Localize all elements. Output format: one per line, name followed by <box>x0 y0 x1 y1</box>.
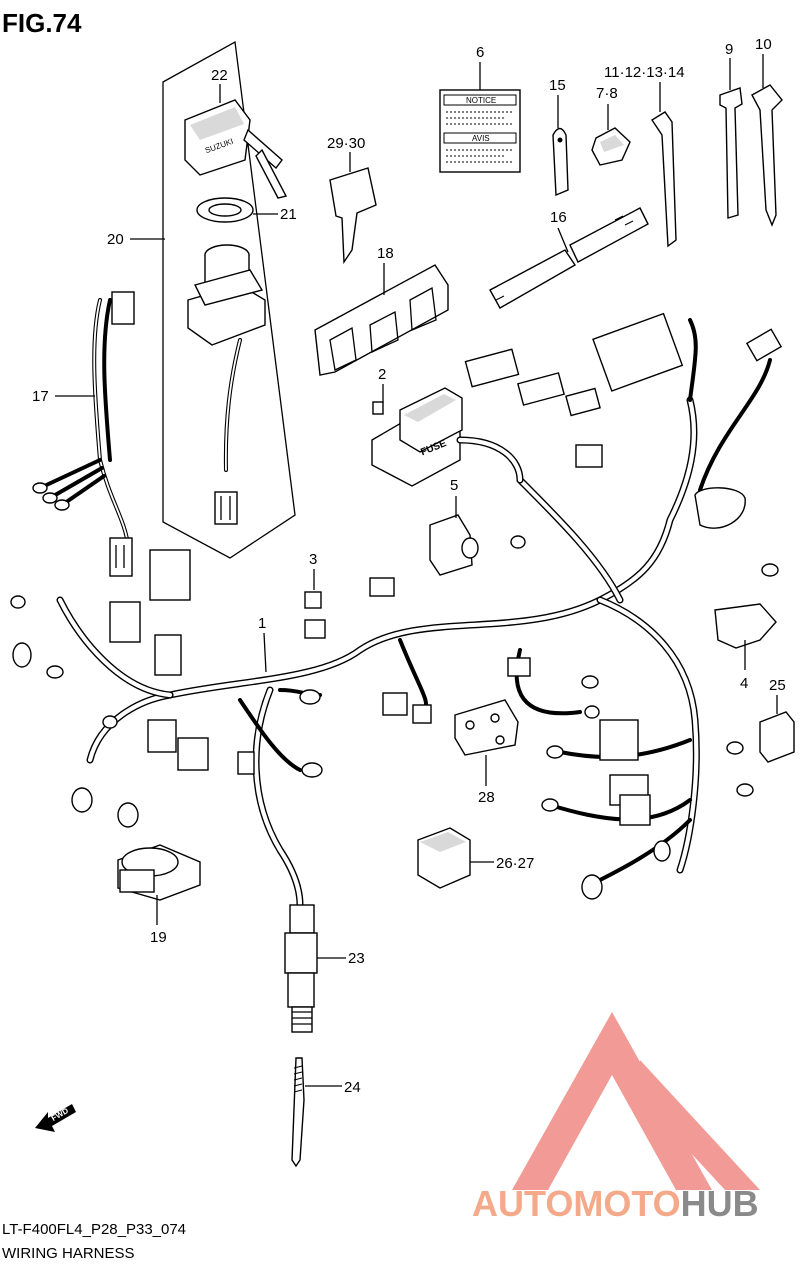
figure-code: LT-F400FL4_P28_P33_074 <box>2 1221 186 1238</box>
watermark-part1: AUTOMOTO <box>472 1183 681 1224</box>
label-4: 4 <box>740 675 748 692</box>
label-3: 3 <box>309 551 317 568</box>
label-7-8: 7·8 <box>596 85 618 102</box>
label-6: 6 <box>476 44 484 61</box>
label-17: 17 <box>32 388 49 405</box>
part-1-main-harness <box>10 312 783 909</box>
label-16: 16 <box>550 209 567 226</box>
watermark-logo <box>512 1012 760 1190</box>
label-22: 22 <box>211 67 228 84</box>
part-4-cover <box>714 603 777 649</box>
figure-name: WIRING HARNESS <box>2 1245 135 1262</box>
label-19: 19 <box>150 929 167 946</box>
label-28: 28 <box>478 789 495 806</box>
label-10: 10 <box>755 36 772 53</box>
label-25: 25 <box>769 677 786 694</box>
figure-title: FIG.74 <box>2 8 82 38</box>
part-16-protector-tube <box>489 207 649 309</box>
part-15-clamp <box>552 127 569 197</box>
part-2-fuse-box: FUSE <box>371 387 463 487</box>
label-23: 23 <box>348 950 365 967</box>
label-15: 15 <box>549 77 566 94</box>
avis-text: AVIS <box>472 134 490 143</box>
label-29-30: 29·30 <box>327 135 365 152</box>
label-20: 20 <box>107 231 124 248</box>
part-10-tie <box>751 84 783 227</box>
label-11-14: 11·12·13·14 <box>604 64 685 81</box>
label-9: 9 <box>725 41 733 58</box>
label-5: 5 <box>450 477 458 494</box>
part-28-bracket <box>454 699 519 756</box>
part-24-spring-pin <box>291 1057 305 1168</box>
part-20-ignition-switch: SUZUKI <box>162 40 296 559</box>
part-6-notice-label: NOTICE AVIS <box>439 89 521 173</box>
part-9-tie <box>719 87 743 219</box>
label-2: 2 <box>378 366 386 383</box>
label-1: 1 <box>258 615 266 632</box>
label-21: 21 <box>280 206 297 223</box>
part-26-27-relay <box>417 827 471 889</box>
part-19-switch <box>117 844 201 901</box>
label-18: 18 <box>377 245 394 262</box>
part-25-relay <box>759 711 795 763</box>
fwd-arrow-icon: FWD <box>35 1104 76 1132</box>
label-26-27: 26·27 <box>496 855 534 872</box>
notice-text: NOTICE <box>466 96 496 105</box>
part-29-30-key-blank <box>329 167 377 265</box>
part-18-bracket <box>314 264 449 376</box>
part-23-sensor <box>284 904 318 1033</box>
watermark-text: AUTOMOTOHUB <box>472 1183 759 1224</box>
part-7-8-clip <box>591 127 631 166</box>
watermark-part2: HUB <box>681 1183 759 1224</box>
part-5-boot <box>429 514 479 576</box>
label-24: 24 <box>344 1079 361 1096</box>
part-17-sub-harness <box>32 291 135 577</box>
part-11-14-clamp-band <box>651 111 677 248</box>
